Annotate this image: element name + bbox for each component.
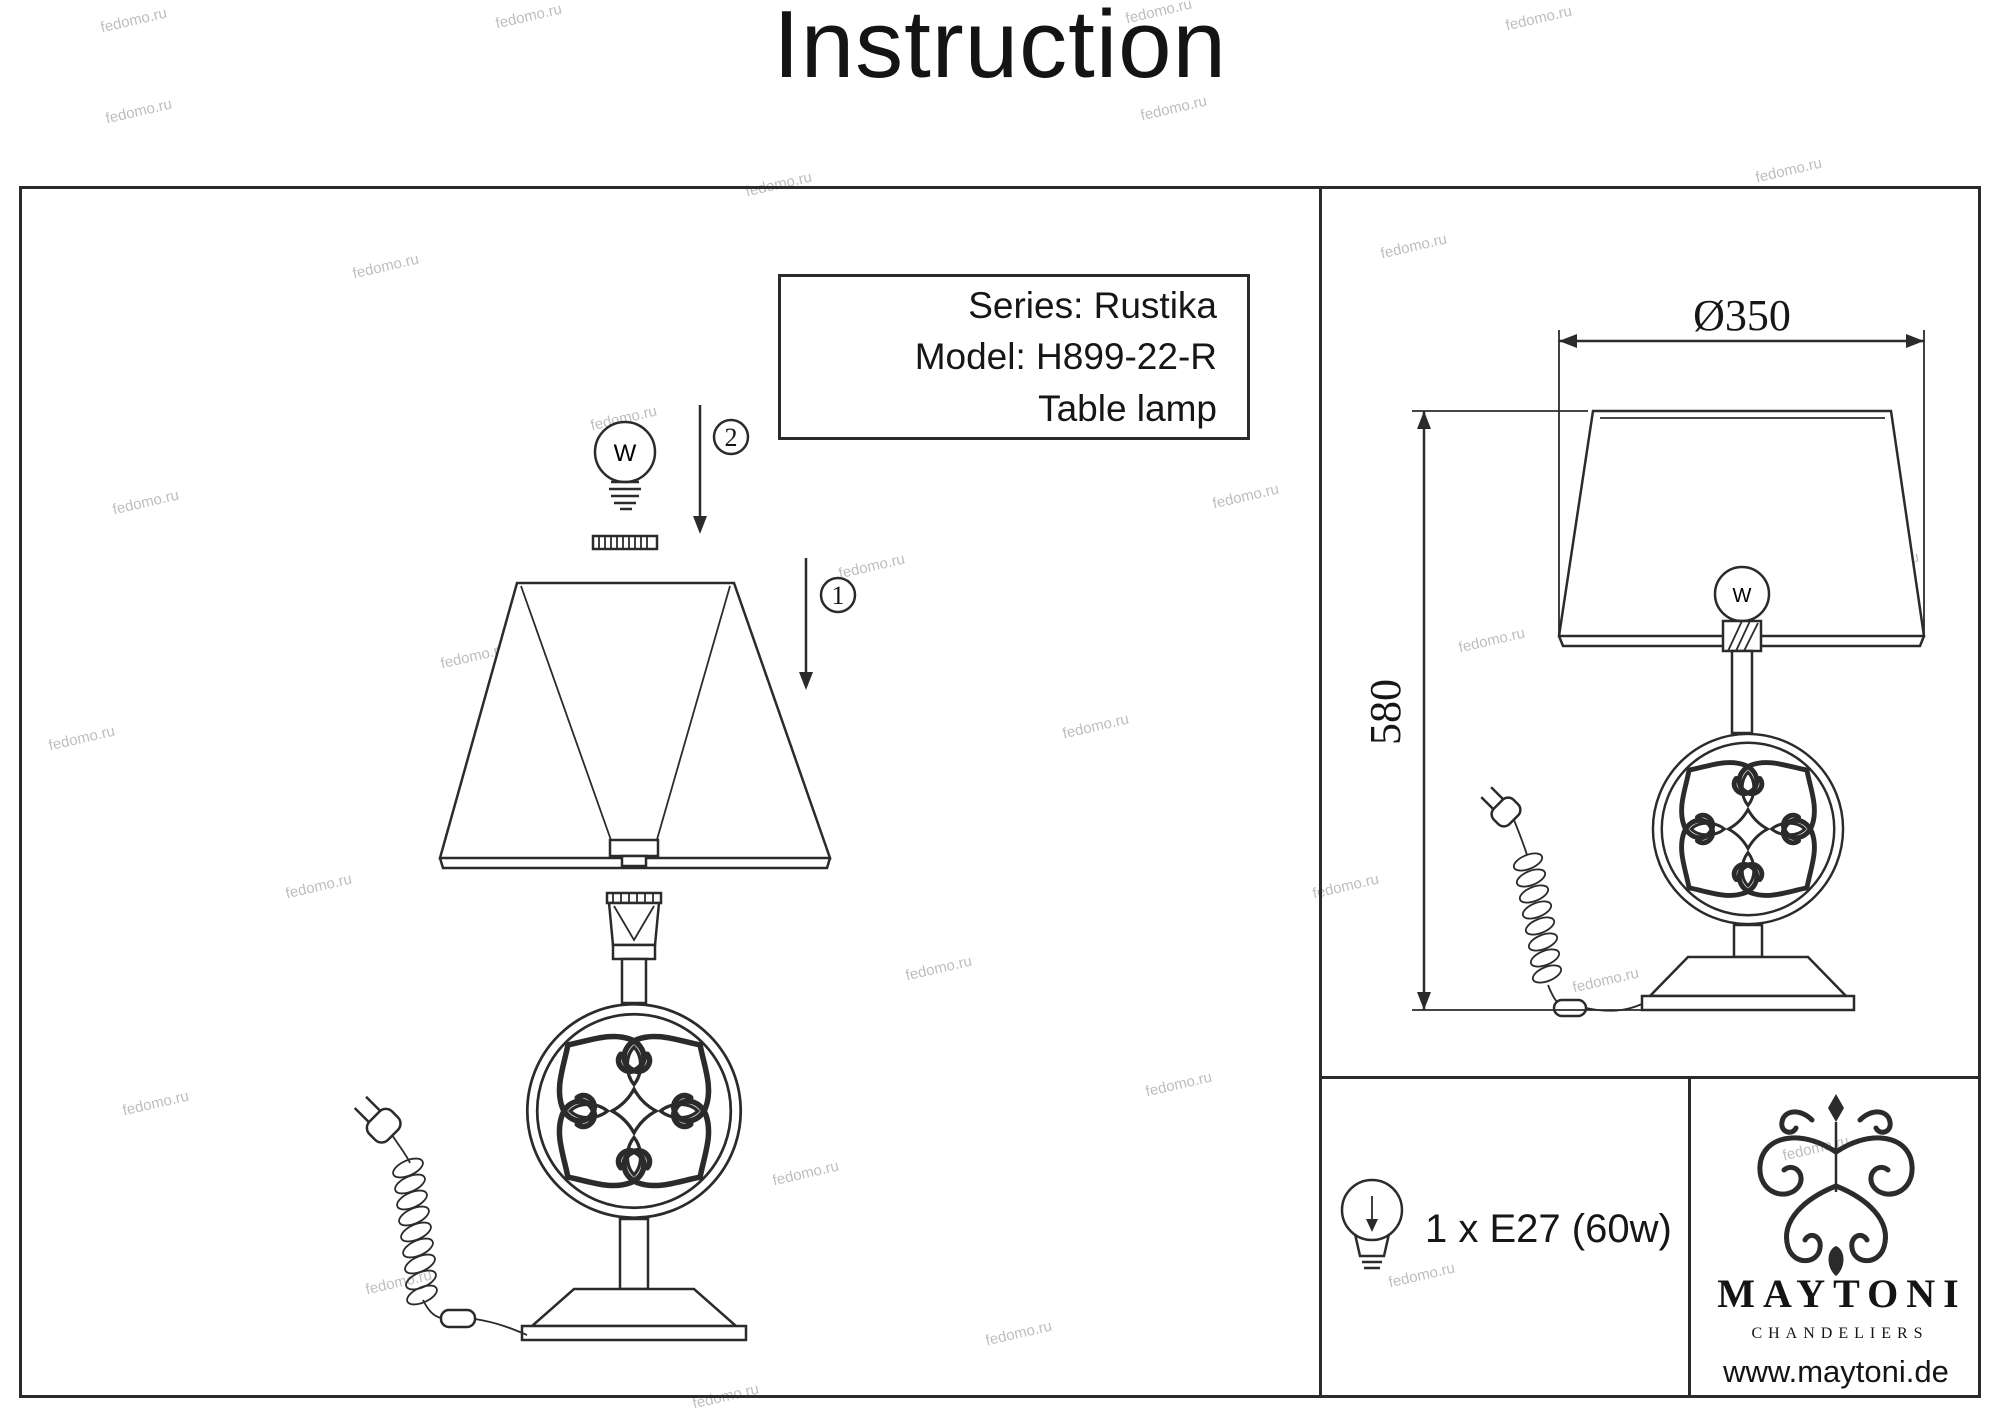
cord-switch bbox=[439, 1308, 477, 1329]
brand-tagline: CHANDELIERS bbox=[1751, 1325, 1928, 1342]
step-2-badge: 2 bbox=[712, 418, 750, 456]
bulb-drawing: W bbox=[593, 420, 657, 511]
step-2-number: 2 bbox=[725, 423, 738, 452]
brand-cell: MAYTONI CHANDELIERS www.maytoni.de bbox=[1717, 1094, 1966, 1389]
socket-ring-drawing bbox=[591, 534, 659, 551]
series-label: Series: Rustika bbox=[968, 285, 1217, 327]
model-info-box: Series: Rustika Model: H899-22-R Table l… bbox=[778, 274, 1250, 440]
socket-drawing bbox=[605, 891, 663, 1005]
panel-divider-vertical bbox=[1319, 186, 1322, 1398]
height-value: 580 bbox=[1361, 679, 1410, 745]
bulb-spec-cell: 1 x E27 (60w) bbox=[1340, 1178, 1672, 1270]
ornament-circle bbox=[527, 1004, 740, 1217]
lamp-type-label: Table lamp bbox=[1038, 387, 1217, 429]
filament-mark: W bbox=[614, 440, 637, 467]
power-plug bbox=[353, 1095, 402, 1144]
shade-drawing bbox=[438, 581, 832, 870]
height-dimension: 580 bbox=[1361, 410, 1642, 1011]
brand-name: MAYTONI bbox=[1717, 1271, 1966, 1316]
spec-cell-divider bbox=[1688, 1079, 1691, 1398]
brand-website: www.maytoni.de bbox=[1722, 1354, 1949, 1389]
model-label: Model: H899-22-R bbox=[914, 336, 1217, 378]
page-title: Instruction bbox=[773, 0, 1227, 98]
dim-ornament-circle bbox=[1653, 734, 1843, 924]
step-2-arrow bbox=[693, 405, 707, 534]
lamp-base-drawing bbox=[520, 1217, 748, 1342]
dimension-drawing: W bbox=[1361, 291, 1926, 1018]
sheet-border bbox=[19, 186, 1981, 1398]
dim-lamp-base bbox=[1640, 923, 1856, 1012]
dim-power-plug bbox=[1480, 786, 1643, 1018]
assembly-diagram: W 2 1 bbox=[353, 405, 857, 1342]
bulb-spec-icon bbox=[1340, 1178, 1404, 1270]
bulb-spec-text: 1 x E27 (60w) bbox=[1425, 1207, 1672, 1251]
diameter-dimension: Ø350 bbox=[1558, 291, 1925, 636]
power-cord bbox=[391, 1134, 528, 1336]
brand-logo-ornament bbox=[1760, 1094, 1912, 1276]
filament-mark: W bbox=[1733, 585, 1752, 607]
dim-bulb-drawing: W bbox=[1713, 565, 1771, 735]
step-1-arrow bbox=[799, 558, 813, 690]
panel-divider-horizontal bbox=[1321, 1076, 1981, 1079]
step-1-badge: 1 bbox=[819, 576, 857, 614]
diameter-value: Ø350 bbox=[1693, 291, 1791, 340]
step-1-number: 1 bbox=[832, 581, 845, 610]
